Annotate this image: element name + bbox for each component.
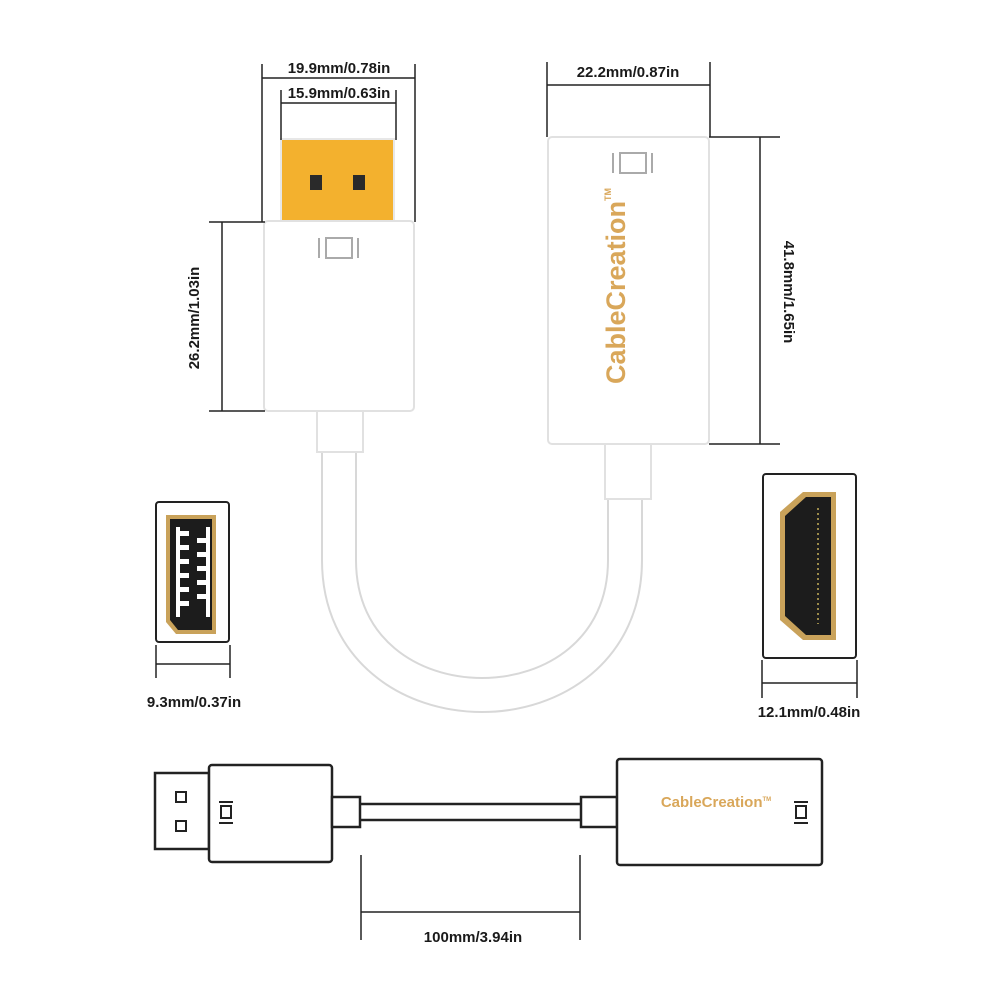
dp-plug-hole-right — [353, 175, 365, 190]
dp-strain-relief — [316, 410, 364, 453]
brand-logo-horizontal: CableCreationTM — [661, 794, 771, 811]
dim-label-dp-housing-height: 26.2mm/1.03in — [186, 267, 203, 370]
dim-hdmi-housing-height — [709, 136, 780, 445]
side-view-cable — [360, 802, 581, 822]
brand-logo-vertical: CableCreationTM — [601, 188, 631, 384]
display-logo-icon — [612, 152, 653, 174]
display-logo-icon — [794, 801, 808, 824]
displayport-connector — [263, 138, 415, 453]
dim-label-hdmi-housing-width: 22.2mm/0.87in — [577, 64, 680, 81]
dim-dp-housing-width — [261, 64, 416, 222]
dim-label-dp-plug-width: 15.9mm/0.63in — [288, 85, 391, 102]
hdmi-port-icon — [762, 473, 857, 659]
side-hdmi-strain-relief — [579, 795, 619, 829]
cable-loop — [321, 452, 643, 713]
dim-label-hdmi-end-thickness: 12.1mm/0.48in — [758, 704, 861, 721]
dim-dp-plug-width — [280, 90, 397, 140]
dim-label-hdmi-housing-height: 41.8mm/1.65in — [780, 241, 797, 344]
dp-gold-plug — [280, 138, 395, 223]
dim-hdmi-end-thickness — [761, 660, 858, 698]
dim-dp-housing-height — [209, 221, 265, 412]
dim-cable-length — [360, 855, 581, 940]
side-hdmi-housing — [615, 757, 824, 867]
side-view-adapter — [153, 757, 824, 867]
hdmi-connector: CableCreationTM — [547, 136, 710, 500]
display-logo-icon — [318, 237, 359, 259]
dim-label-dp-end-thickness: 9.3mm/0.37in — [147, 694, 241, 711]
dim-label-dp-housing-width: 19.9mm/0.78in — [288, 60, 391, 77]
side-dp-plug — [153, 771, 211, 851]
display-logo-icon — [219, 801, 233, 824]
side-dp-plug-holes — [175, 791, 187, 832]
dp-housing — [263, 220, 415, 412]
dim-hdmi-housing-width — [546, 62, 711, 137]
dim-dp-end-thickness — [155, 645, 231, 678]
side-dp-housing — [207, 763, 334, 864]
dim-label-cable-length: 100mm/3.94in — [424, 929, 522, 946]
displayport-port-icon — [155, 501, 230, 643]
side-dp-strain-relief — [330, 795, 362, 829]
hdmi-strain-relief — [604, 443, 652, 500]
dp-plug-hole-left — [310, 175, 322, 190]
